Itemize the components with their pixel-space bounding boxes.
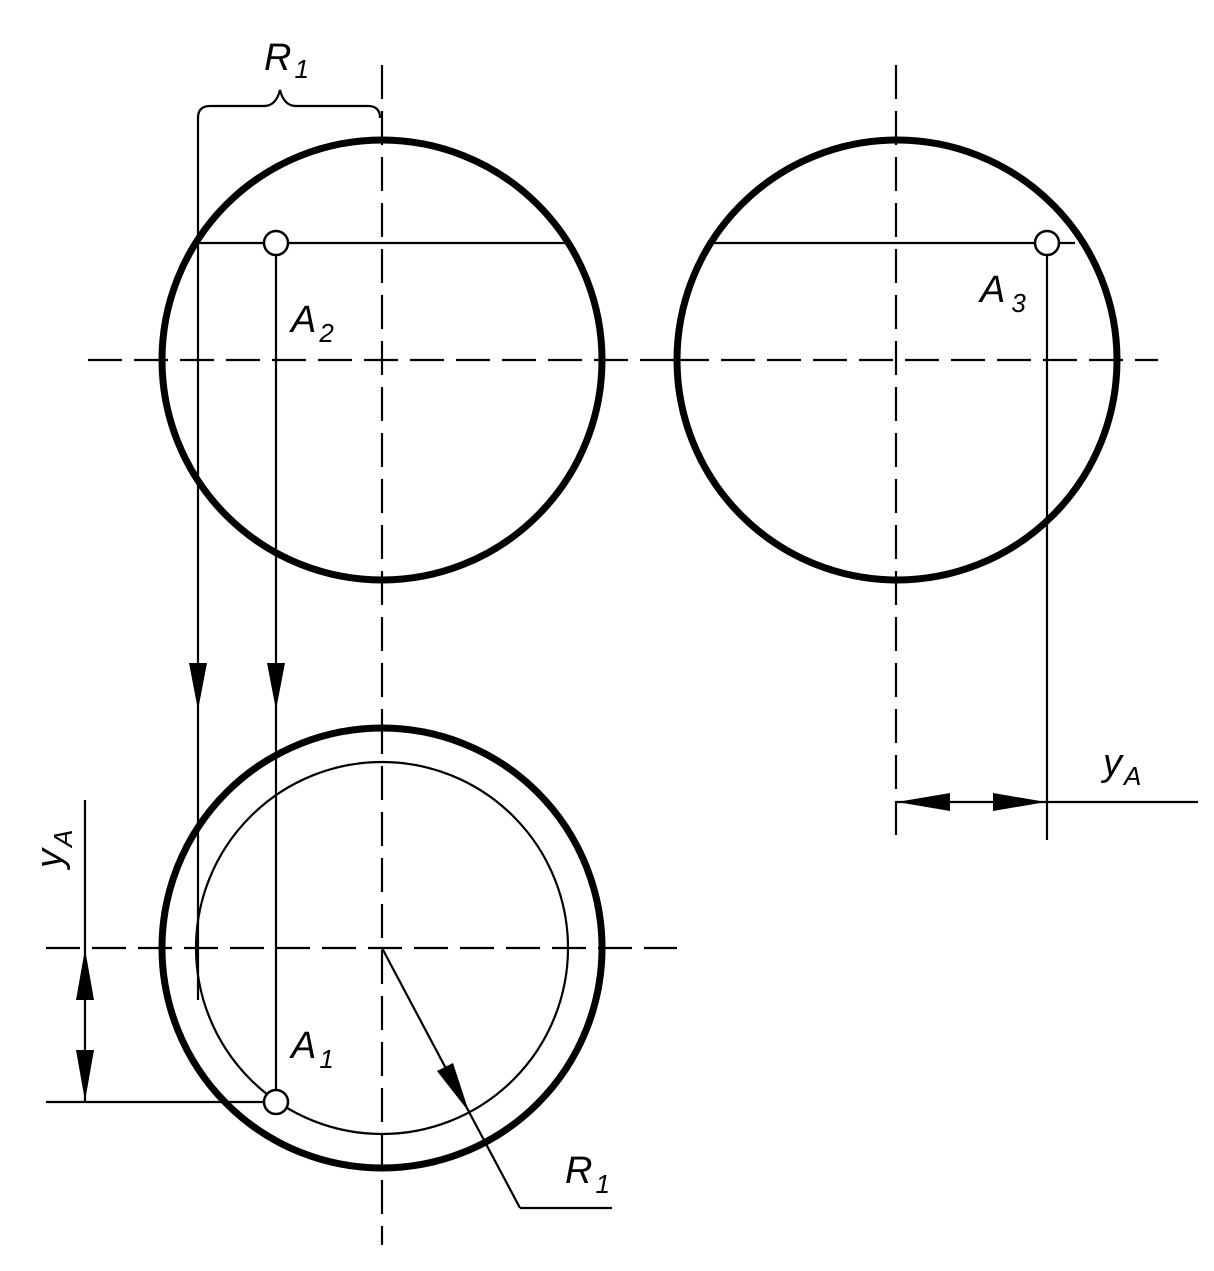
ya-right-label: yA — [1100, 742, 1141, 791]
point-a1-marker — [262, 1088, 290, 1116]
a-projection-arrow — [267, 663, 285, 710]
point-a3-marker — [1033, 229, 1061, 257]
ya-left-label: yA — [29, 830, 78, 871]
ya-right-arrow-left — [897, 793, 950, 811]
ya-left-arrow-top — [76, 949, 94, 1000]
r1-brace — [196, 89, 382, 119]
side-view — [673, 65, 1198, 840]
ya-right-arrow-right — [993, 793, 1046, 811]
r1-projection-arrow — [189, 663, 207, 710]
r1-radius-arrow — [437, 1063, 469, 1112]
ya-left-arrow-bottom — [76, 1050, 94, 1101]
top-view — [46, 720, 677, 1245]
front-view — [88, 65, 675, 1090]
point-a2-marker — [262, 229, 290, 257]
